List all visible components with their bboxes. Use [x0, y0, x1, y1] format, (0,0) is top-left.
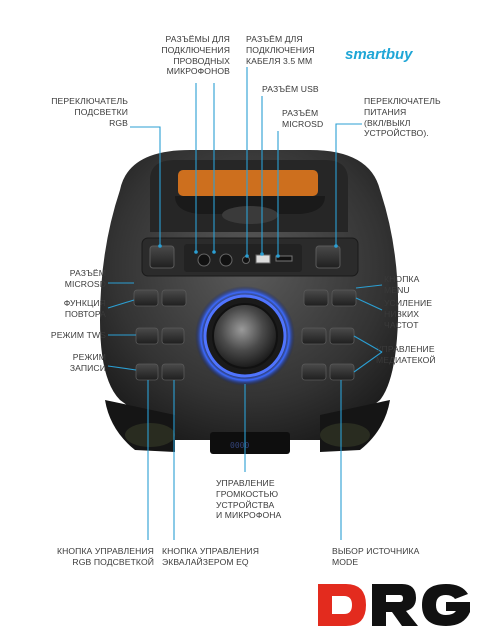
label-repeat: Функция повтора: [63, 298, 106, 319]
brand-logo: smartbuy: [345, 46, 413, 63]
mic-jack-1: [197, 253, 211, 267]
bottom-display: [210, 432, 290, 454]
label-wired-mics: Разъёмы для подключения проводных микроф…: [161, 34, 230, 77]
label-media: Управление медиатекой: [376, 344, 436, 365]
label-power: Переключатель питания (вкл/выкл устройст…: [364, 96, 441, 139]
label-record: Режим записи: [69, 352, 106, 373]
aux-jack: [242, 256, 250, 264]
power-switch: [315, 245, 341, 269]
microsd-slot: [275, 255, 293, 262]
usb-port: [255, 254, 271, 264]
label-volume: Управление громкостью устройства и микро…: [216, 478, 282, 521]
label-usb: Разъём USB: [262, 84, 319, 94]
label-bass: Усиление низких частот: [384, 298, 433, 330]
svg-text:0000: 0000: [230, 441, 249, 450]
label-microsd-top: Разъём MicroSD: [282, 108, 324, 129]
label-menu: Кнопка Menu: [384, 274, 420, 295]
label-rgb-switch: Переключатель подсветки RGB: [51, 96, 128, 128]
label-mode: Выбор источника Mode: [332, 546, 420, 567]
label-eq-button: Кнопка управления эквалайзером EQ: [162, 546, 260, 567]
label-rgb-button: Кнопка управления RGB подсветкой: [56, 546, 154, 567]
handle-glow: [178, 170, 318, 196]
mic-jack-2: [219, 253, 233, 267]
callout-lines: [107, 67, 383, 540]
label-tws: Режим TWS: [50, 330, 106, 340]
rgb-switch: [149, 245, 175, 269]
label-aux-35: Разъём для подключения кабеля 3.5 мм: [246, 34, 315, 66]
volume-knob: [212, 303, 278, 369]
drg-logo: [316, 578, 474, 632]
label-microsd-left: Разъём MicroSD: [64, 268, 106, 289]
